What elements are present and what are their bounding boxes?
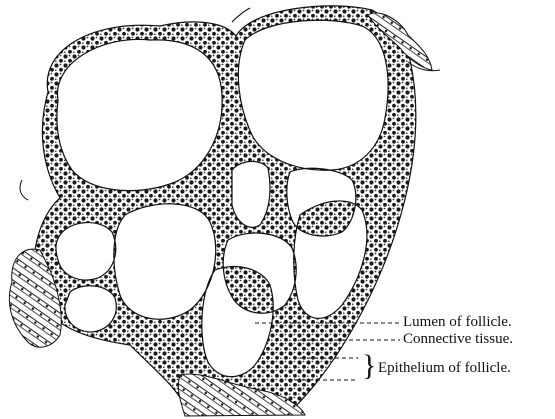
fiber-strand <box>20 180 28 200</box>
fiber-strand <box>232 8 250 22</box>
label-lumen-of-follicle: Lumen of follicle. <box>403 315 512 330</box>
brace-icon: } <box>362 351 376 381</box>
label-epithelium-of-follicle: Epithelium of follicle. <box>378 361 511 376</box>
tissue-mass <box>34 6 416 414</box>
label-connective-tissue: Connective tissue. <box>403 332 513 347</box>
